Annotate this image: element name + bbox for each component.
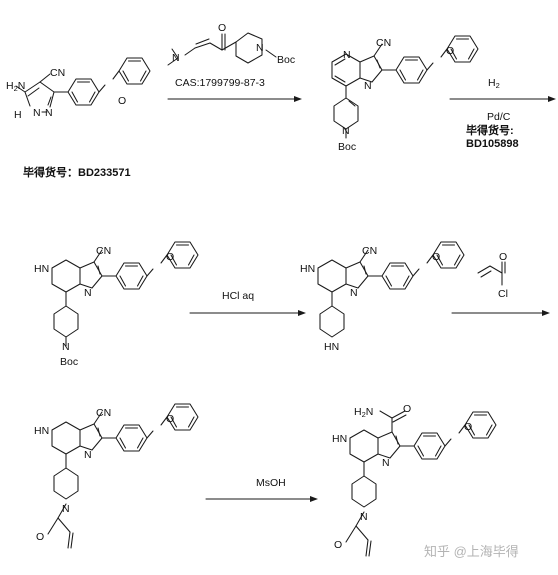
acyl-o-label: O [499, 251, 507, 263]
pyrimidine-n-label: N [343, 49, 351, 61]
pyrazole-n-label-p1: N [364, 80, 372, 92]
enaminone-reagent: N O N Boc [167, 22, 295, 66]
catalyst-label: Pd/C [487, 111, 511, 123]
nitrile-label-p1: CN [376, 37, 391, 49]
secondary-amine-label-2b: HN [300, 263, 315, 275]
ether-o-label: O [118, 95, 126, 107]
pyrazole-n-label-3a: N [84, 449, 92, 461]
tetrahydro-boc-intermediate: HN N CN O N Boc [34, 241, 199, 368]
tetrahydropyridine-n-label: N [342, 125, 350, 137]
nitrile-label-3a: CN [96, 407, 111, 419]
piperidine-n-label-2a: N [62, 341, 70, 353]
pyrazole-n-label: N [33, 107, 41, 119]
secondary-amine-label-final: HN [332, 433, 347, 445]
pyrazole-n-label-2b: N [350, 287, 358, 299]
cas-number-label: CAS:1799799-87-3 [175, 77, 265, 89]
nitrile-label-2b: CN [362, 245, 377, 257]
secondary-amine-label-3a: HN [34, 425, 49, 437]
ether-o-label-p1: O [446, 45, 454, 57]
amide-o-label-final: O [334, 539, 342, 551]
enaminone-n-label: N [172, 52, 180, 64]
piperidine-n-label-final: N [360, 511, 368, 523]
ether-o-label-final: O [464, 421, 472, 433]
ether-o-label-2a: O [166, 251, 174, 263]
nitrile-label-2a: CN [96, 245, 111, 257]
secondary-amine-label: HN [34, 263, 49, 275]
pyrazole-n2-label: N [45, 107, 53, 119]
acyl-cl-label: Cl [498, 288, 508, 300]
carboxamide-nh2-label: H2N [354, 406, 373, 419]
carboxamide-o-label: O [403, 403, 411, 415]
boc-label-p1: Boc [338, 141, 356, 153]
ether-o-label-2b: O [432, 251, 440, 263]
pyrazole-n-label-2a: N [84, 287, 92, 299]
boc-label-2a: Boc [60, 356, 78, 368]
zhihu-watermark: 知乎 @上海毕得 [424, 544, 519, 559]
enaminone-o-label: O [218, 22, 226, 34]
msoh-label: MsOH [256, 477, 286, 489]
catalyst-code: BD105898 [466, 138, 519, 150]
acryloyl-chloride-reagent: O Cl [477, 251, 508, 300]
hcl-label: HCl aq [222, 290, 254, 302]
pyrazole-n-label-final: N [382, 457, 390, 469]
boc-label: Boc [277, 54, 295, 66]
amine-h2n-label: H2N [6, 80, 25, 93]
hydrogen-label: H2 [488, 77, 500, 90]
pyrazole-h-label: H [14, 109, 22, 121]
piperidine-n-label: N [256, 42, 264, 54]
carboxamide-final-product: H2N O HN N O N O [332, 403, 497, 557]
free-piperidine-intermediate: HN N CN O HN [300, 241, 465, 353]
piperidine-nh-label: HN [324, 341, 339, 353]
sm-catalog-number: 毕得货号：BD233571 [23, 165, 131, 179]
pyrazolopyrimidine-intermediate: N N CN O N Boc [331, 35, 479, 153]
catalyst-code-label: 毕得货号: [466, 123, 514, 137]
amide-o-label-3a: O [36, 531, 44, 543]
nitrile-label: CN [50, 67, 65, 79]
ether-o-label-3a: O [166, 413, 174, 425]
piperidine-n-label-3a: N [62, 503, 70, 515]
aminopyrazole-starting-material: H2N CN N N H O [6, 57, 151, 121]
acrylamide-nitrile-intermediate: HN N CN O N O [34, 403, 199, 549]
